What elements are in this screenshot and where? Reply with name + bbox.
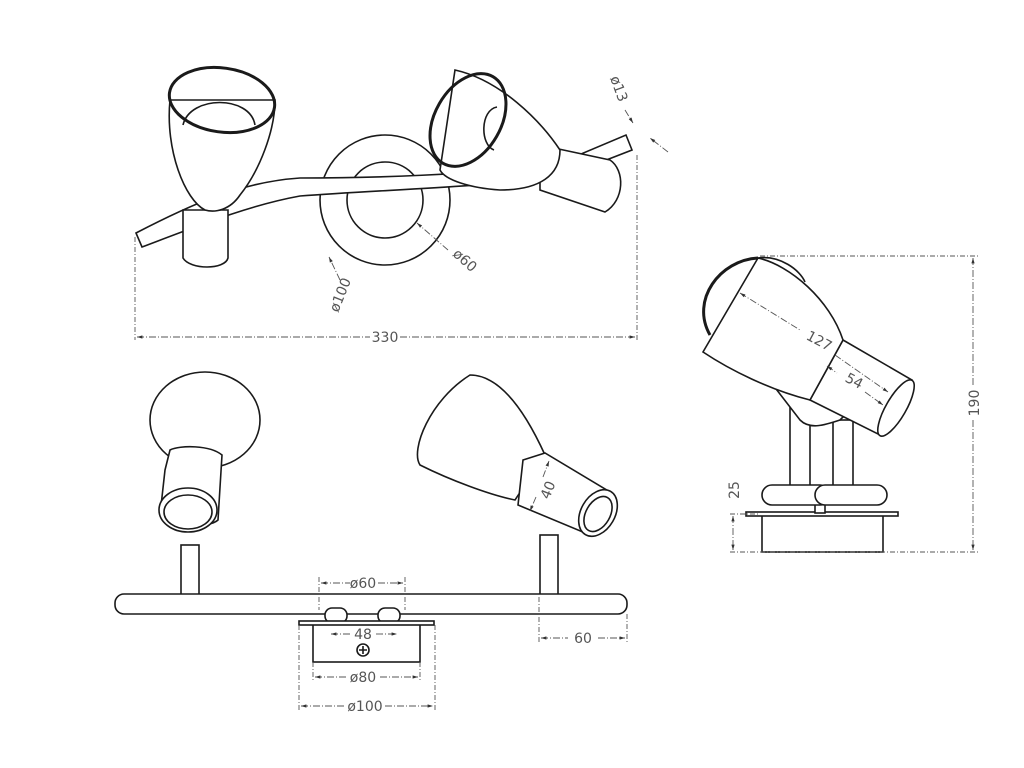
dim-mount-diameter: ø60 (350, 576, 376, 592)
right-spotlight-front (416, 374, 619, 538)
front-view: ø60 48 ø80 ø100 60 40 (114, 371, 628, 715)
dim-total-length: 330 (372, 330, 399, 346)
left-spotlight-top (167, 65, 277, 268)
dim-holder-length: 54 (842, 370, 865, 393)
dim-overhang: 60 (574, 631, 592, 647)
dim-screw-spacing: 48 (354, 627, 372, 643)
side-view: 190 25 127 54 (701, 255, 983, 553)
dim-total-height: 190 (967, 390, 983, 417)
top-view: 330 ø100 ø60 ø13 (134, 65, 669, 346)
dim-base-outer-diameter: ø100 (347, 699, 382, 715)
right-spotlight-top (428, 69, 622, 213)
dim-base-height: 25 (727, 481, 743, 499)
dim-outer-diameter: ø100 (327, 276, 355, 315)
left-spotlight-front (149, 371, 261, 533)
ceiling-rose-inner (346, 161, 424, 239)
dim-rod-diameter: ø13 (606, 74, 630, 104)
dim-holder-diameter: 40 (538, 479, 560, 502)
dim-base-inner-diameter: ø80 (350, 670, 376, 686)
dim-inner-diameter: ø60 (449, 246, 479, 276)
